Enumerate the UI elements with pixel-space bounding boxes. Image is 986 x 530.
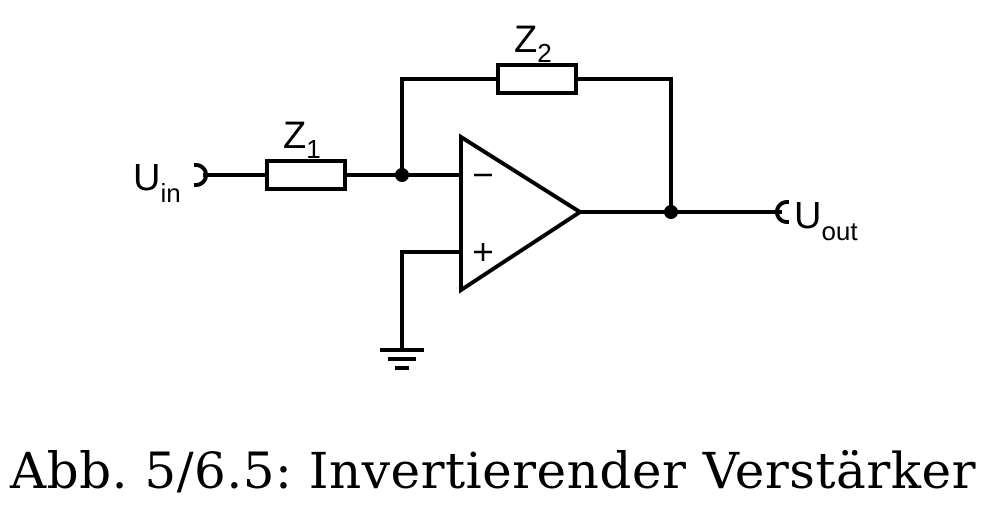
z2-label: Z2 — [514, 19, 552, 68]
figure-caption: Abb. 5/6.5: Invertierender Verstärker — [9, 442, 977, 500]
feedback-wire-right — [574, 77, 673, 214]
output-label: Uout — [794, 195, 858, 246]
input-label: Uin — [133, 157, 181, 208]
z1-label: Z1 — [283, 115, 321, 164]
ground-wire — [400, 250, 462, 352]
inverting-input-node — [395, 168, 409, 182]
op-amp — [459, 133, 584, 294]
op-amp-plus-sign — [474, 243, 492, 261]
output-node — [664, 205, 678, 219]
ground-symbol — [380, 348, 424, 370]
feedback-wire-left — [400, 77, 500, 177]
z1-resistor — [265, 159, 347, 191]
output-terminal — [775, 199, 790, 225]
z2-resistor — [496, 63, 578, 95]
